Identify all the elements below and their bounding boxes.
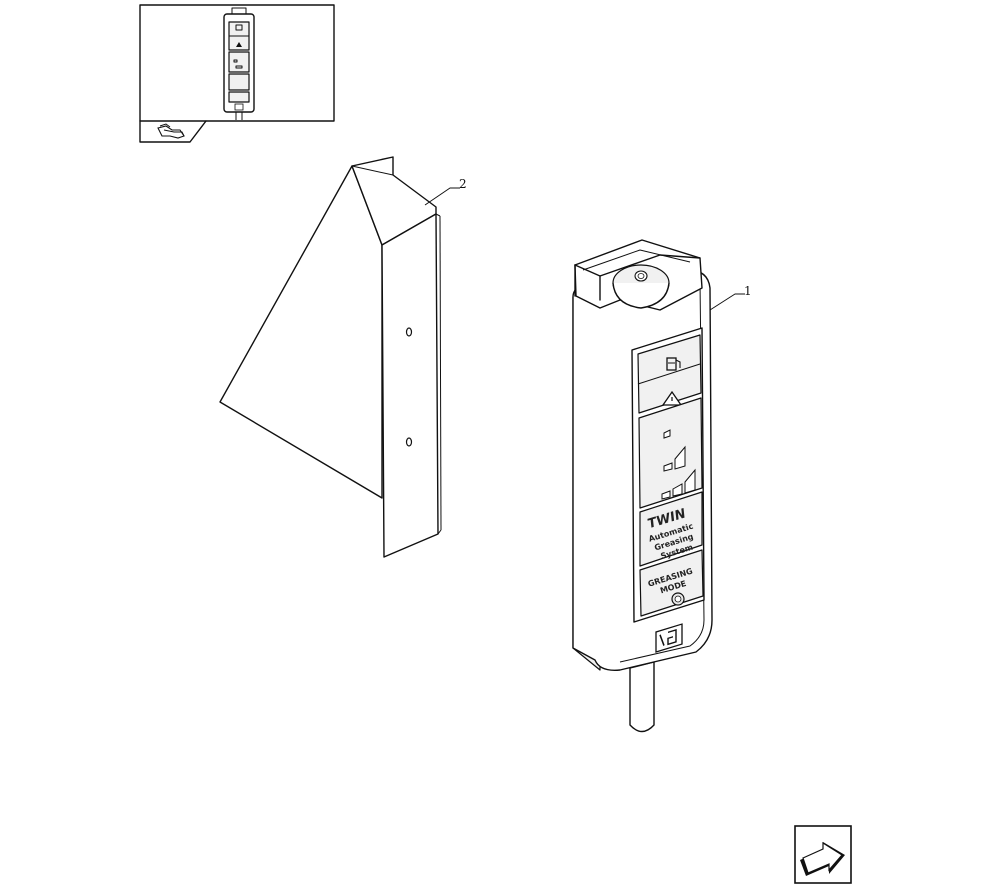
callout-1-label: 1 [744, 284, 752, 298]
cable [629, 661, 655, 733]
next-page-arrow-icon[interactable] [794, 825, 852, 884]
callout-1: 1 [709, 284, 752, 311]
panel-section-mode [639, 549, 704, 617]
thumbnail-tab [139, 120, 207, 143]
panel-section-label [639, 491, 703, 567]
warning-triangle-icon [661, 390, 683, 406]
mounting-hole [405, 327, 413, 337]
mounting-bracket[interactable] [219, 156, 442, 558]
thumbnail-frame [139, 4, 335, 122]
thumbnail-controller [223, 7, 255, 120]
mode-button-icon[interactable] [671, 592, 685, 606]
locator-thumbnail[interactable] [139, 4, 335, 143]
callout-2: 2 [424, 177, 467, 206]
tractor-locator-icon [157, 123, 185, 139]
level-bars-icon [661, 429, 696, 500]
brand-logo-icon [655, 623, 683, 653]
fuel-pump-icon [666, 357, 681, 371]
bracket-gusset [219, 165, 383, 499]
mounting-hole [405, 437, 413, 447]
callout-2-label: 2 [459, 177, 467, 191]
bracket-front-plate [381, 213, 439, 558]
greasing-control-unit[interactable]: TWIN Automatic Greasing System GREASING … [572, 239, 713, 733]
